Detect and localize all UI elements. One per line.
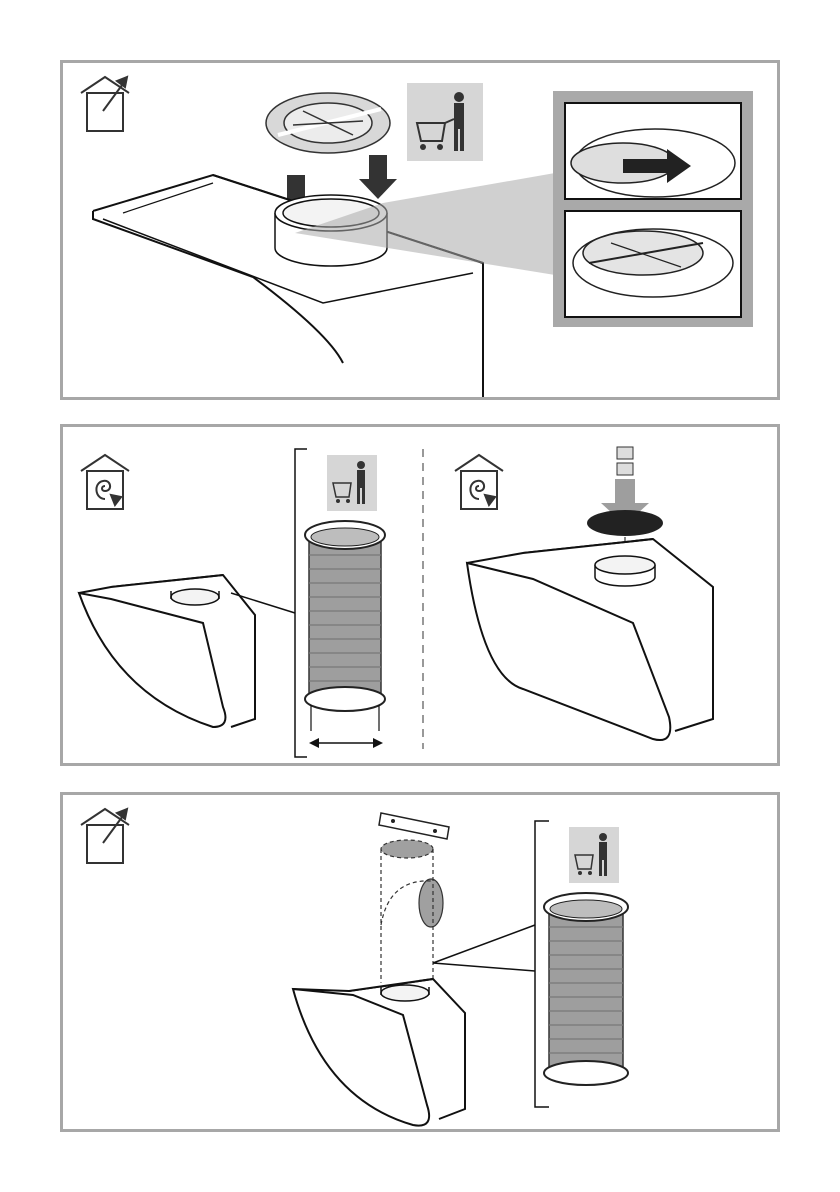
- panel-2-illustration: [63, 427, 777, 763]
- detail-inset-bottom: [565, 211, 741, 317]
- hood-side-view-large: [467, 539, 713, 740]
- adapter-ring-halves: [266, 93, 390, 153]
- wall-bracket: [379, 813, 449, 839]
- flexible-duct: [305, 521, 385, 748]
- panel-3-illustration: [63, 795, 777, 1129]
- shopping-cart-accessory-icon: [327, 455, 377, 511]
- panel-recirculation: [60, 424, 780, 766]
- panel-exhaust-adapter: [60, 60, 780, 400]
- house-exhaust-icon: [81, 77, 129, 131]
- house-exhaust-icon: [81, 809, 129, 863]
- flexible-duct: [544, 893, 628, 1085]
- shopping-cart-accessory-icon: [407, 83, 483, 161]
- hood-side-view: [79, 575, 255, 727]
- house-recirculation-icon: [81, 455, 129, 509]
- house-recirculation-icon: [455, 455, 503, 509]
- shopping-cart-accessory-icon: [569, 827, 619, 883]
- panel-1-illustration: [63, 63, 777, 397]
- panel-exhaust-duct: [60, 792, 780, 1132]
- hood-side-view: [293, 979, 465, 1126]
